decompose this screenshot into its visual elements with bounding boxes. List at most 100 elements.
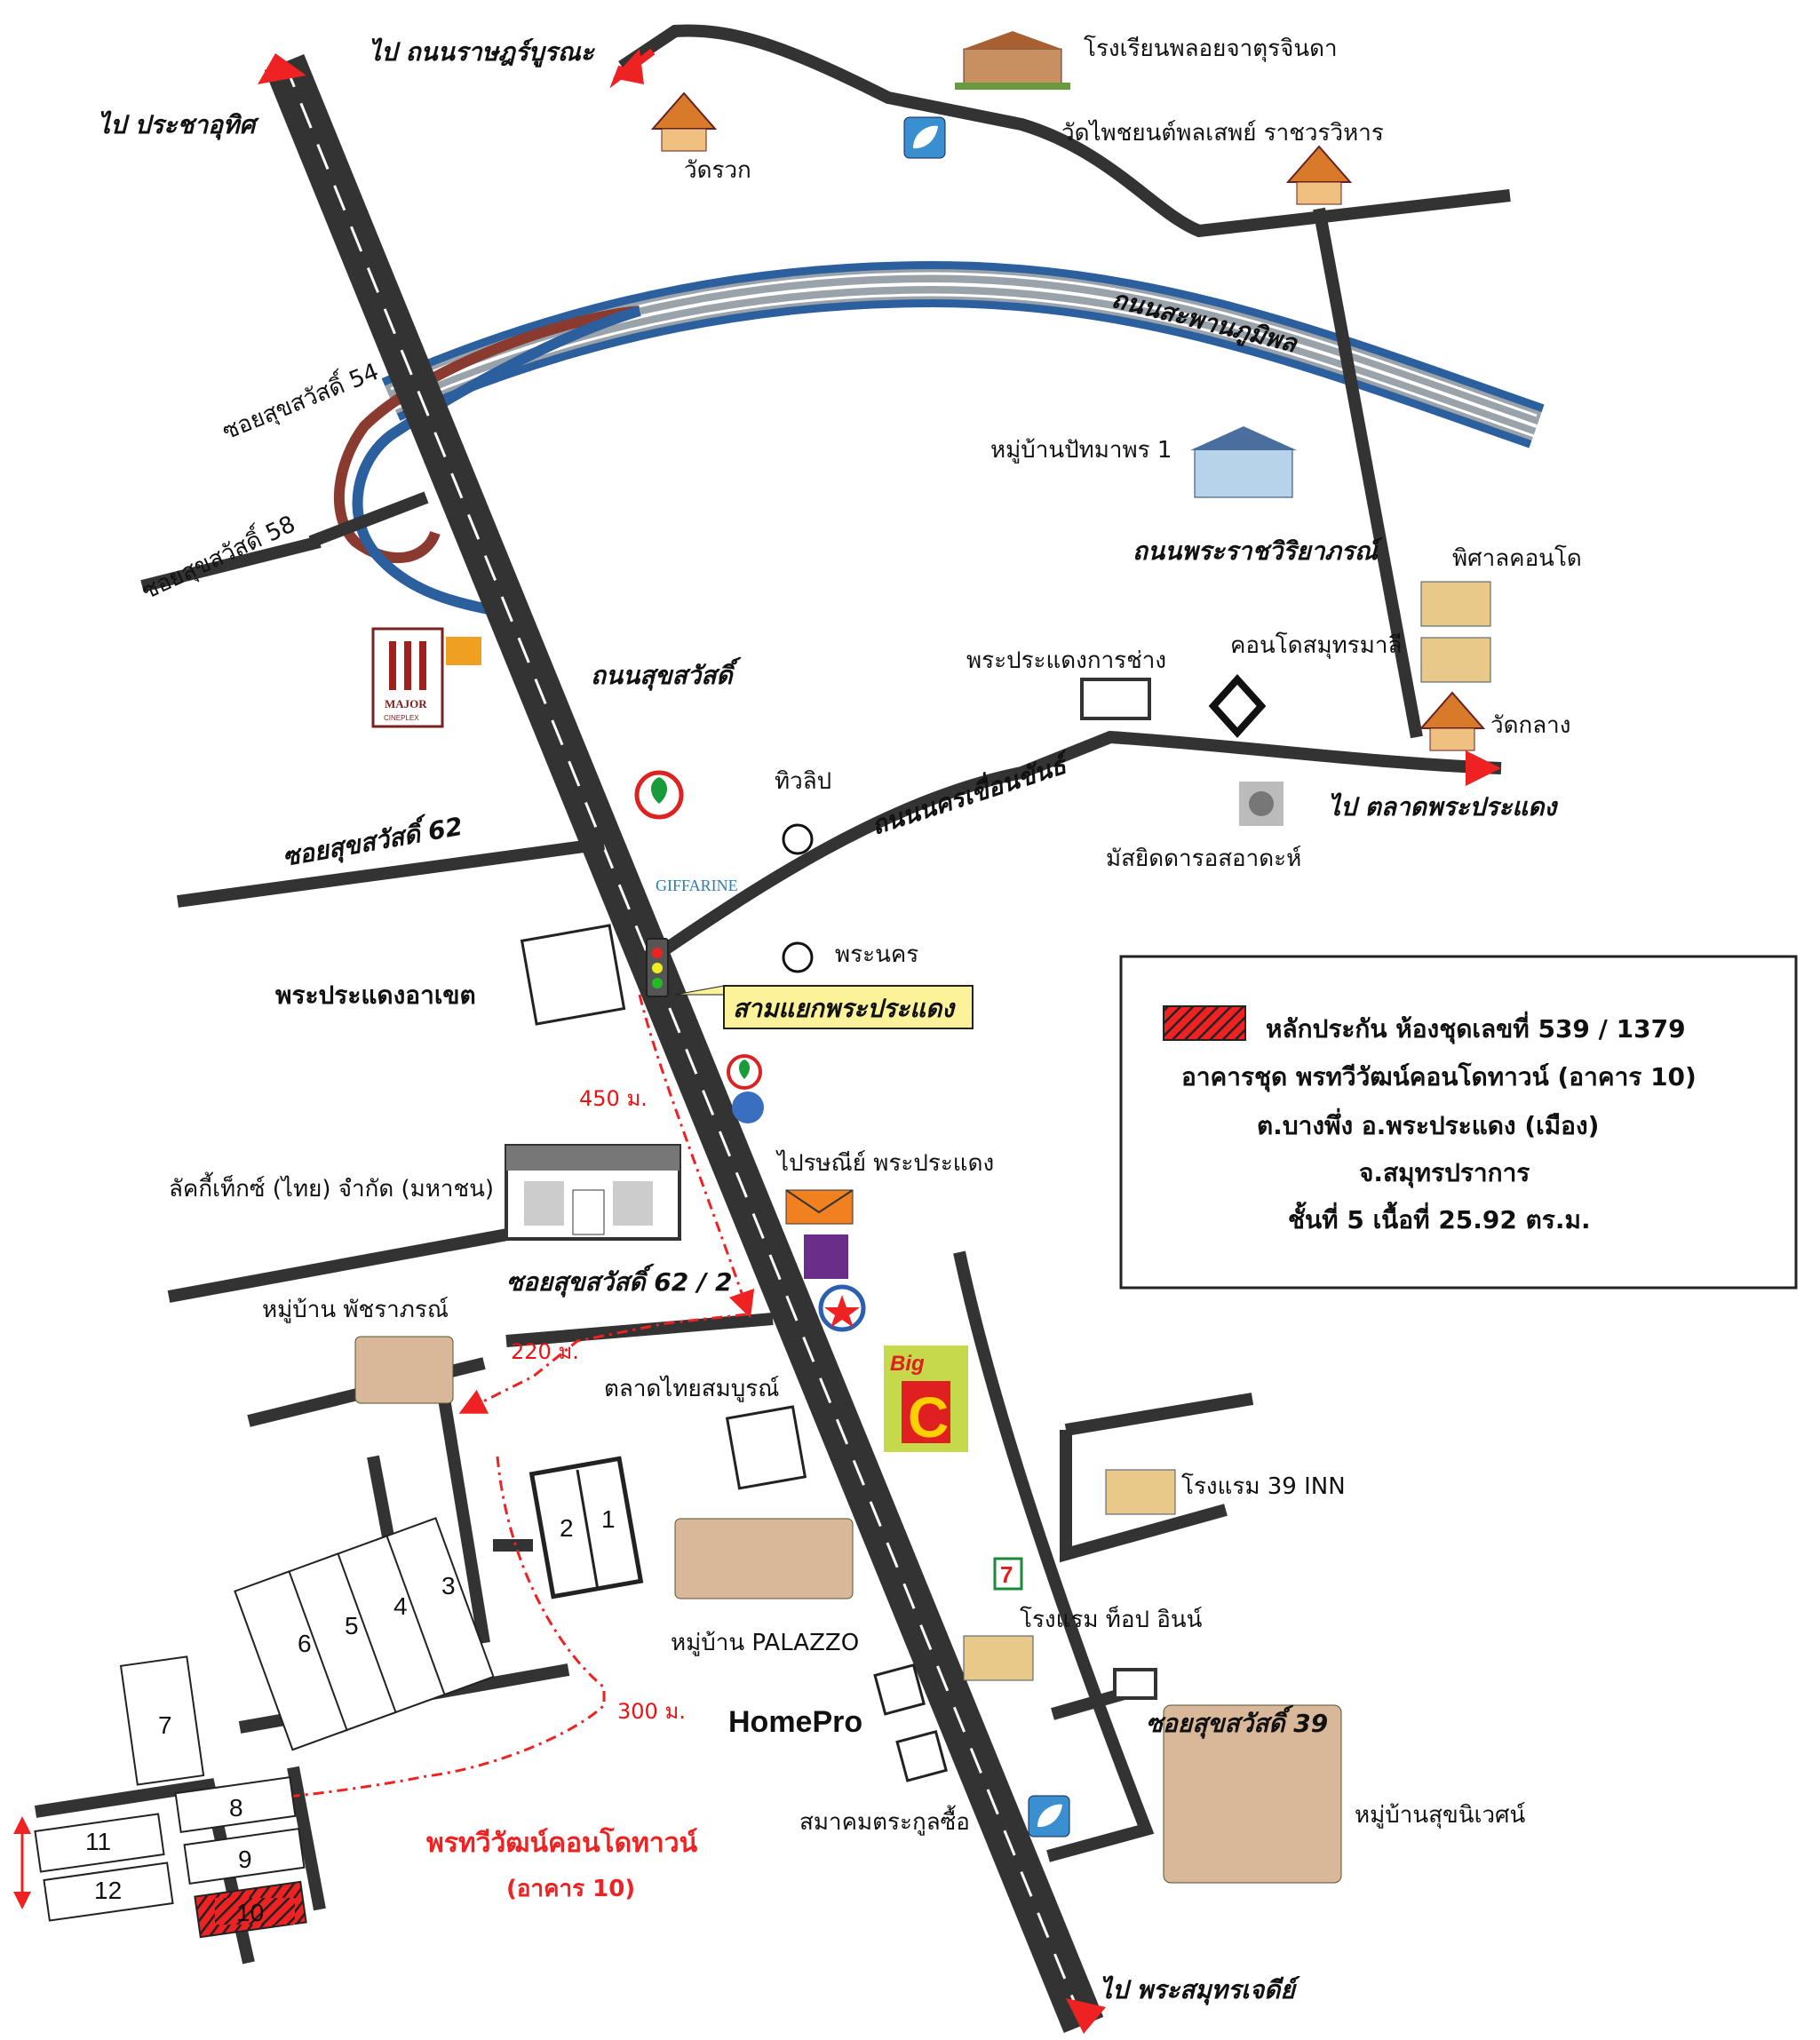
soi-62-2-road: [505, 1313, 774, 1347]
building-6: [234, 1570, 348, 1751]
label-palazzo: หมู่บ้าน PALAZZO: [671, 1630, 859, 1656]
block-shapes: [520, 924, 949, 1782]
arrow-north-icon: [258, 53, 306, 84]
restaurant-icon: [782, 823, 814, 973]
bank-logo-icon: [1208, 674, 1267, 738]
village-house-icon: [1190, 426, 1297, 498]
legend-hatch-swatch: [1163, 1005, 1246, 1041]
suksawat-main-road: [264, 53, 1104, 2034]
interchange-loops: [333, 306, 641, 618]
label-to-ratburana: ไป ถนนราษฎร์บูรณะ: [369, 37, 596, 67]
label-tiwlip: ทิวลิป: [775, 768, 831, 795]
legend-line-3: ต.บางพึ่ง อ.พระประแดง (เมือง): [1257, 1107, 1599, 1140]
label-seven: 7: [1000, 1561, 1013, 1588]
bigc-logo: [884, 1345, 968, 1452]
label-suksawat-road: ถนนสุขสวัสดิ์: [591, 656, 742, 691]
label-phrapradaeng-akhet: พระประแดงอาเขต: [275, 980, 476, 1010]
building-number-11: 11: [85, 1828, 111, 1855]
gas-station-icon: [903, 116, 946, 159]
condo-title: พรทวีวัฒน์คอนโดทาวน์: [426, 1826, 698, 1859]
building-number-5: 5: [345, 1612, 359, 1639]
building-number-12: 12: [94, 1877, 122, 1904]
distance-450: 450 ม.: [579, 1086, 648, 1111]
temple-icon: [1419, 691, 1486, 751]
arrow-south-icon: [1066, 1998, 1106, 2034]
arrow-east-icon: [1466, 750, 1501, 786]
building-7: [119, 1655, 205, 1786]
shop-icon: [1080, 678, 1157, 1700]
luckytex-building-icon: [505, 1144, 681, 1241]
building-10-fill: [215, 1898, 295, 1925]
legend-line-2: อาคารชุด พรทวีวัฒน์คอนโดทาวน์ (อาคาร 10): [1181, 1061, 1697, 1092]
label-to-phrapradaeng-market: ไป ตลาดพระประแดง: [1328, 792, 1558, 822]
label-luckytex: ลัคกี้เท็กซ์ (ไทย) จำกัด (มหาชน): [169, 1171, 494, 1203]
condo-icon: [963, 581, 1491, 1681]
building-number-2: 2: [560, 1514, 574, 1542]
mosque-icon: [1239, 782, 1284, 826]
village-cluster-icon: [354, 1336, 1342, 1884]
label-sakul-association: สมาคมตระกูลซื้อ: [799, 1805, 970, 1836]
building-9: [183, 1828, 306, 1885]
building-number-1: 1: [601, 1505, 616, 1533]
kbank-icon: [634, 770, 762, 1090]
distance-220: 220 ม.: [511, 1339, 579, 1364]
building-8: [174, 1776, 297, 1833]
building-number-10: 10: [236, 1899, 264, 1926]
major-cineplex-logo: [371, 627, 481, 728]
label-wat-phaichayon: วัดไพชยนต์พลเสพย์ ราชวรวิหาร: [1061, 119, 1384, 147]
distance-routes: [195, 994, 755, 1816]
legend-line-1: หลักประกัน ห้องชุดเลขที่ 539 / 1379: [1266, 1011, 1686, 1044]
building-number-8: 8: [229, 1794, 243, 1822]
label-talad-thai: ตลาดไทยสมบูรณ์: [604, 1375, 779, 1402]
scb-icon: [804, 1234, 848, 1279]
label-major: MAJOR: [385, 697, 427, 710]
label-post-office: ไปรษณีย์ พระประแดง: [775, 1149, 994, 1177]
gas-station-icon: [1028, 1795, 1070, 1838]
mail-icon: [785, 1189, 854, 1225]
building-number-4: 4: [393, 1592, 408, 1620]
label-hotel-39-inn: โรงแรม 39 INN: [1181, 1472, 1346, 1500]
label-phisan-condo: พิศาลคอนโด: [1452, 544, 1582, 572]
distance-300: 300 ม.: [617, 1699, 686, 1724]
label-bigc-c: C: [908, 1385, 949, 1449]
label-giffarine: GIFFARINE: [656, 877, 738, 894]
building-number-9: 9: [238, 1846, 252, 1873]
label-bigc-big: Big: [890, 1352, 925, 1376]
label-soi-39: ซอยสุขสวัสดิ์ 39: [1146, 1704, 1328, 1739]
label-school: โรงเรียนพลอยจาตุรจินดา: [1084, 35, 1338, 62]
label-ratchawiriyaporn-road: ถนนพระราชวิริยาภรณ์: [1133, 536, 1384, 566]
legend-line-5: ชั้นที่ 5 เนื้อที่ 25.92 ตร.ม.: [1288, 1201, 1591, 1234]
label-samut-mali-condo: คอนโดสมุทรมาลี: [1230, 631, 1402, 659]
temple-icon: [650, 91, 718, 152]
building-11: [34, 1813, 165, 1873]
condo-building: (อาคาร 10): [506, 1876, 635, 1902]
label-soi-62-2: ซอยสุขสวัสดิ์ 62 / 2: [506, 1263, 732, 1298]
label-pathamaphon-village: หมู่บ้านปัทมาพร 1: [990, 437, 1172, 464]
label-to-pracha-uthit: ไป ประชาอุทิศ: [98, 110, 259, 140]
label-wat-klang: วัดกลาง: [1490, 712, 1570, 739]
sam-yaek-callout: [723, 985, 974, 1029]
label-wat-rawak: วัดรวก: [684, 157, 751, 184]
building-number-7: 7: [158, 1711, 172, 1739]
label-sam-yaek: สามแยกพระประแดง: [733, 994, 956, 1023]
label-karnchang: พระประแดงการช่าง: [966, 647, 1166, 674]
label-cineplex: CINEPLEX: [384, 714, 419, 722]
legend-line-4: จ.สมุทรปราการ: [1359, 1158, 1530, 1188]
temple-icon: [1285, 145, 1353, 205]
label-phatchara-village: หมู่บ้าน พัชราภรณ์: [262, 1297, 449, 1323]
label-hotel-top-inn: โรงแรม ท็อป อินน์: [1020, 1605, 1203, 1633]
seven-eleven-icon: [993, 1557, 1023, 1591]
label-nakhon-khuean-khan-road: ถนนนครเขื่อนขันธ์: [867, 745, 1076, 841]
label-homepro: HomePro: [728, 1705, 862, 1739]
building-number-6: 6: [298, 1630, 312, 1657]
building-number-3: 3: [441, 1572, 456, 1599]
label-to-samut-chedi: ไป พระสมุทรเจดีย์: [1100, 1975, 1301, 2005]
school-icon: [955, 31, 1070, 90]
label-sukniwet-village: หมู่บ้านสุขนิเวศน์: [1355, 1802, 1526, 1829]
building-12: [43, 1861, 174, 1922]
bank-icon: [732, 1091, 764, 1123]
bhumibol-bridge-road: [381, 260, 1545, 448]
label-mosque: มัสยิดดารอสอาดะห์: [1106, 845, 1301, 872]
